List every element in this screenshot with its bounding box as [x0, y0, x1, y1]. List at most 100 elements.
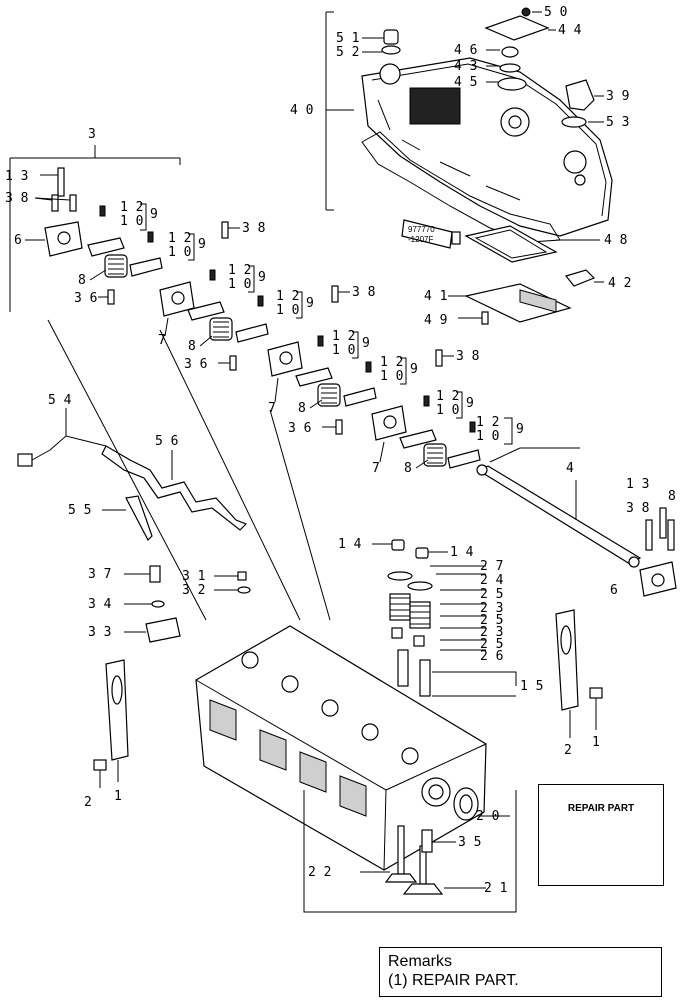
callout-37: 3 7 [88, 567, 111, 582]
callout-2a: 2 [84, 795, 92, 810]
callout-54: 5 4 [48, 393, 72, 408]
callout-34: 3 4 [88, 597, 112, 612]
callout-36a: 3 6 [74, 291, 97, 306]
rocker-bolt-36b [218, 355, 237, 371]
rocker-support-6 [25, 221, 83, 257]
callout-6a: 6 [14, 233, 22, 248]
callout-1a: 1 [114, 789, 122, 804]
callout-10g: 1 0 [436, 403, 459, 418]
callout-45: 4 5 [454, 75, 477, 90]
filler-cap-39 [561, 79, 604, 128]
callout-1b: 1 [592, 735, 600, 750]
callout-33: 3 3 [88, 625, 111, 640]
valves-21-22 [303, 790, 517, 913]
callout-10h: 1 0 [476, 429, 499, 444]
callout-12c: 1 2 [228, 263, 251, 278]
callout-12b: 1 2 [168, 231, 191, 246]
callout-12g: 1 2 [436, 389, 459, 404]
breather-plate-44 [484, 7, 556, 41]
injector-clamp-33 [124, 617, 181, 643]
callout-35: 3 5 [458, 835, 481, 850]
callout-31: 3 1 [182, 569, 205, 584]
baffle-plate-41 [448, 283, 572, 323]
callout-27: 2 7 [480, 559, 503, 574]
rocker-bolt-38d [435, 349, 454, 367]
rocker-support-7c [371, 405, 407, 441]
callout-9e: 9 [362, 336, 370, 351]
callout-41: 4 1 [424, 289, 447, 304]
rubber-block-42 [564, 269, 604, 287]
callout-12h: 1 2 [476, 415, 499, 430]
rocker-arm-set-4 [399, 395, 481, 469]
callout-32: 3 2 [182, 583, 205, 598]
callout-8b: 8 [188, 339, 196, 354]
callout-15: 1 5 [520, 679, 543, 694]
callout-52: 5 2 [336, 45, 359, 60]
rocker-stud-13 [40, 167, 65, 197]
remarks-title: Remarks [388, 953, 453, 970]
rocker-arm-set-2 [187, 269, 269, 343]
glow-plug-55 [102, 495, 153, 542]
callout-36b: 3 6 [184, 357, 207, 372]
callout-25: 2 5 [480, 587, 503, 602]
callout-8a: 8 [78, 273, 86, 288]
rocker-shaft-4 [476, 447, 642, 568]
callout-51: 5 1 [336, 31, 359, 46]
rocker-support-6-right [639, 507, 677, 597]
callout-13a: 1 3 [5, 169, 28, 184]
callout-12a: 1 2 [120, 200, 143, 215]
rocker-arm-set-3 [295, 335, 377, 407]
callout-10b: 1 0 [168, 245, 191, 260]
valve-callout-leaders [430, 565, 517, 697]
callout-12e: 1 2 [332, 329, 355, 344]
callout-56: 5 6 [155, 434, 178, 449]
collar-31-32 [214, 571, 251, 594]
callout-4: 4 [566, 461, 574, 476]
callout-10c: 1 0 [228, 277, 251, 292]
callout-25c: 2 5 [480, 637, 503, 652]
callout-14b: 1 4 [450, 545, 474, 560]
glow-plug-busbar-56 [101, 445, 248, 531]
callout-44: 4 4 [558, 23, 582, 38]
callout-9b: 9 [198, 237, 206, 252]
callout-38d: 3 8 [456, 349, 479, 364]
callout-38c: 3 8 [352, 285, 375, 300]
callout-38f: 8 [668, 489, 676, 504]
valve-cap-14 [372, 539, 448, 559]
callout-13b: 1 3 [626, 477, 649, 492]
callout-10e: 1 0 [332, 343, 355, 358]
callout-23b: 2 3 [480, 625, 503, 640]
callout-7a: 7 [158, 333, 166, 348]
callout-9d: 9 [306, 296, 314, 311]
callout-10f: 1 0 [380, 369, 403, 384]
callout-8c: 8 [298, 401, 306, 416]
callout-9c: 9 [258, 270, 266, 285]
callout-10d: 1 0 [276, 303, 299, 318]
callout-6b: 6 [610, 583, 618, 598]
rocker-bolt-38c [331, 285, 350, 303]
breather-stack-46-43-45 [486, 46, 527, 91]
remarks-line-1: (1) REPAIR PART. [388, 972, 519, 989]
svg-text:977770: 977770 [408, 225, 435, 234]
callout-8d: 8 [404, 461, 412, 476]
callout-20: 2 0 [476, 809, 499, 824]
repair-part-title: REPAIR PART [567, 803, 635, 814]
rocker-bolt-36a [98, 289, 115, 305]
callout-50: 5 0 [544, 5, 567, 20]
sealant-tube: 977770 -1207F [401, 219, 461, 249]
callout-48: 4 8 [604, 233, 627, 248]
rocker-support-7b [267, 341, 303, 377]
callout-42: 4 2 [608, 276, 631, 291]
rocker-support-7a [159, 281, 195, 317]
callout-25b: 2 5 [480, 613, 503, 628]
callout-12d: 1 2 [276, 289, 299, 304]
washer-34 [124, 600, 165, 608]
callout-23: 2 3 [480, 601, 503, 616]
cover-gasket-48 [464, 225, 600, 263]
callout-9g: 9 [466, 396, 474, 411]
callout-38e: 3 8 [626, 501, 649, 516]
lift-hanger-right [555, 609, 603, 738]
callout-14a: 1 4 [338, 537, 362, 552]
callout-55: 5 5 [68, 503, 91, 518]
